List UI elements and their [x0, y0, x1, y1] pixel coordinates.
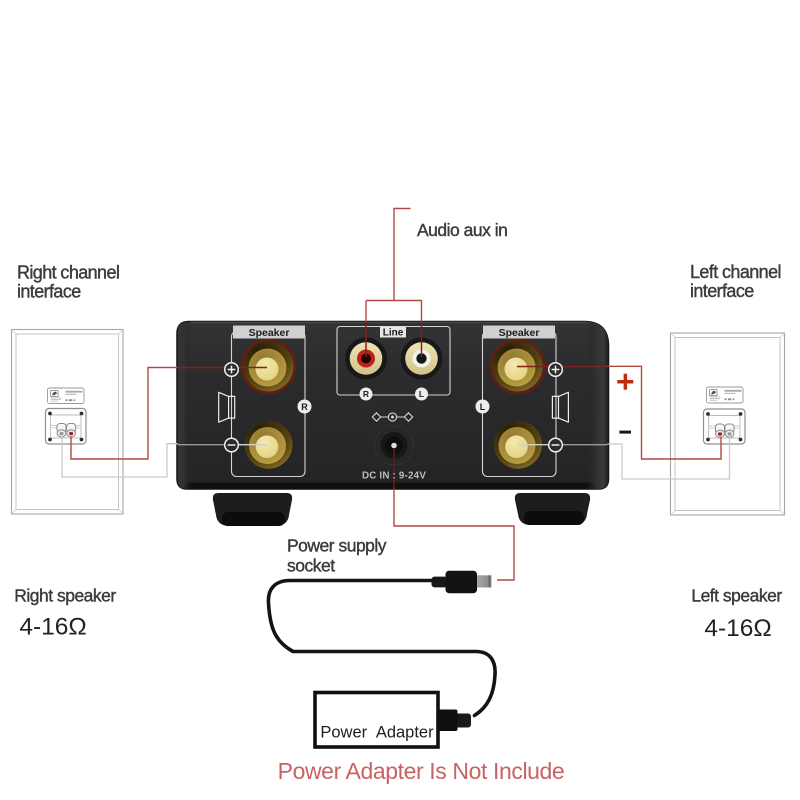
- svg-text:R: R: [301, 402, 308, 412]
- svg-text:Right channel: Right channel: [17, 263, 119, 283]
- svg-text:Speaker: Speaker: [249, 327, 290, 339]
- svg-text:Power Adapter: Power Adapter: [320, 724, 434, 742]
- svg-text:Power Adapter Is Not Include: Power Adapter Is Not Include: [278, 758, 565, 784]
- svg-text:Right speaker: Right speaker: [14, 586, 116, 606]
- svg-text:Power supply: Power supply: [287, 536, 387, 556]
- svg-text:L: L: [419, 389, 424, 399]
- svg-text:Line: Line: [383, 328, 404, 339]
- svg-text:socket: socket: [287, 556, 335, 576]
- svg-text:Left channel: Left channel: [690, 262, 781, 282]
- svg-text:R: R: [363, 389, 369, 399]
- svg-text:interface: interface: [690, 281, 754, 301]
- svg-text:DC IN : 9-24V: DC IN : 9-24V: [362, 471, 426, 482]
- svg-text:L: L: [480, 402, 486, 412]
- svg-text:Left speaker: Left speaker: [691, 586, 782, 606]
- svg-text:interface: interface: [17, 282, 81, 302]
- svg-text:4-16Ω: 4-16Ω: [19, 614, 86, 641]
- svg-text:Speaker: Speaker: [499, 327, 540, 339]
- svg-text:Audio aux in: Audio aux in: [417, 220, 507, 240]
- svg-text:4-16Ω: 4-16Ω: [704, 615, 771, 642]
